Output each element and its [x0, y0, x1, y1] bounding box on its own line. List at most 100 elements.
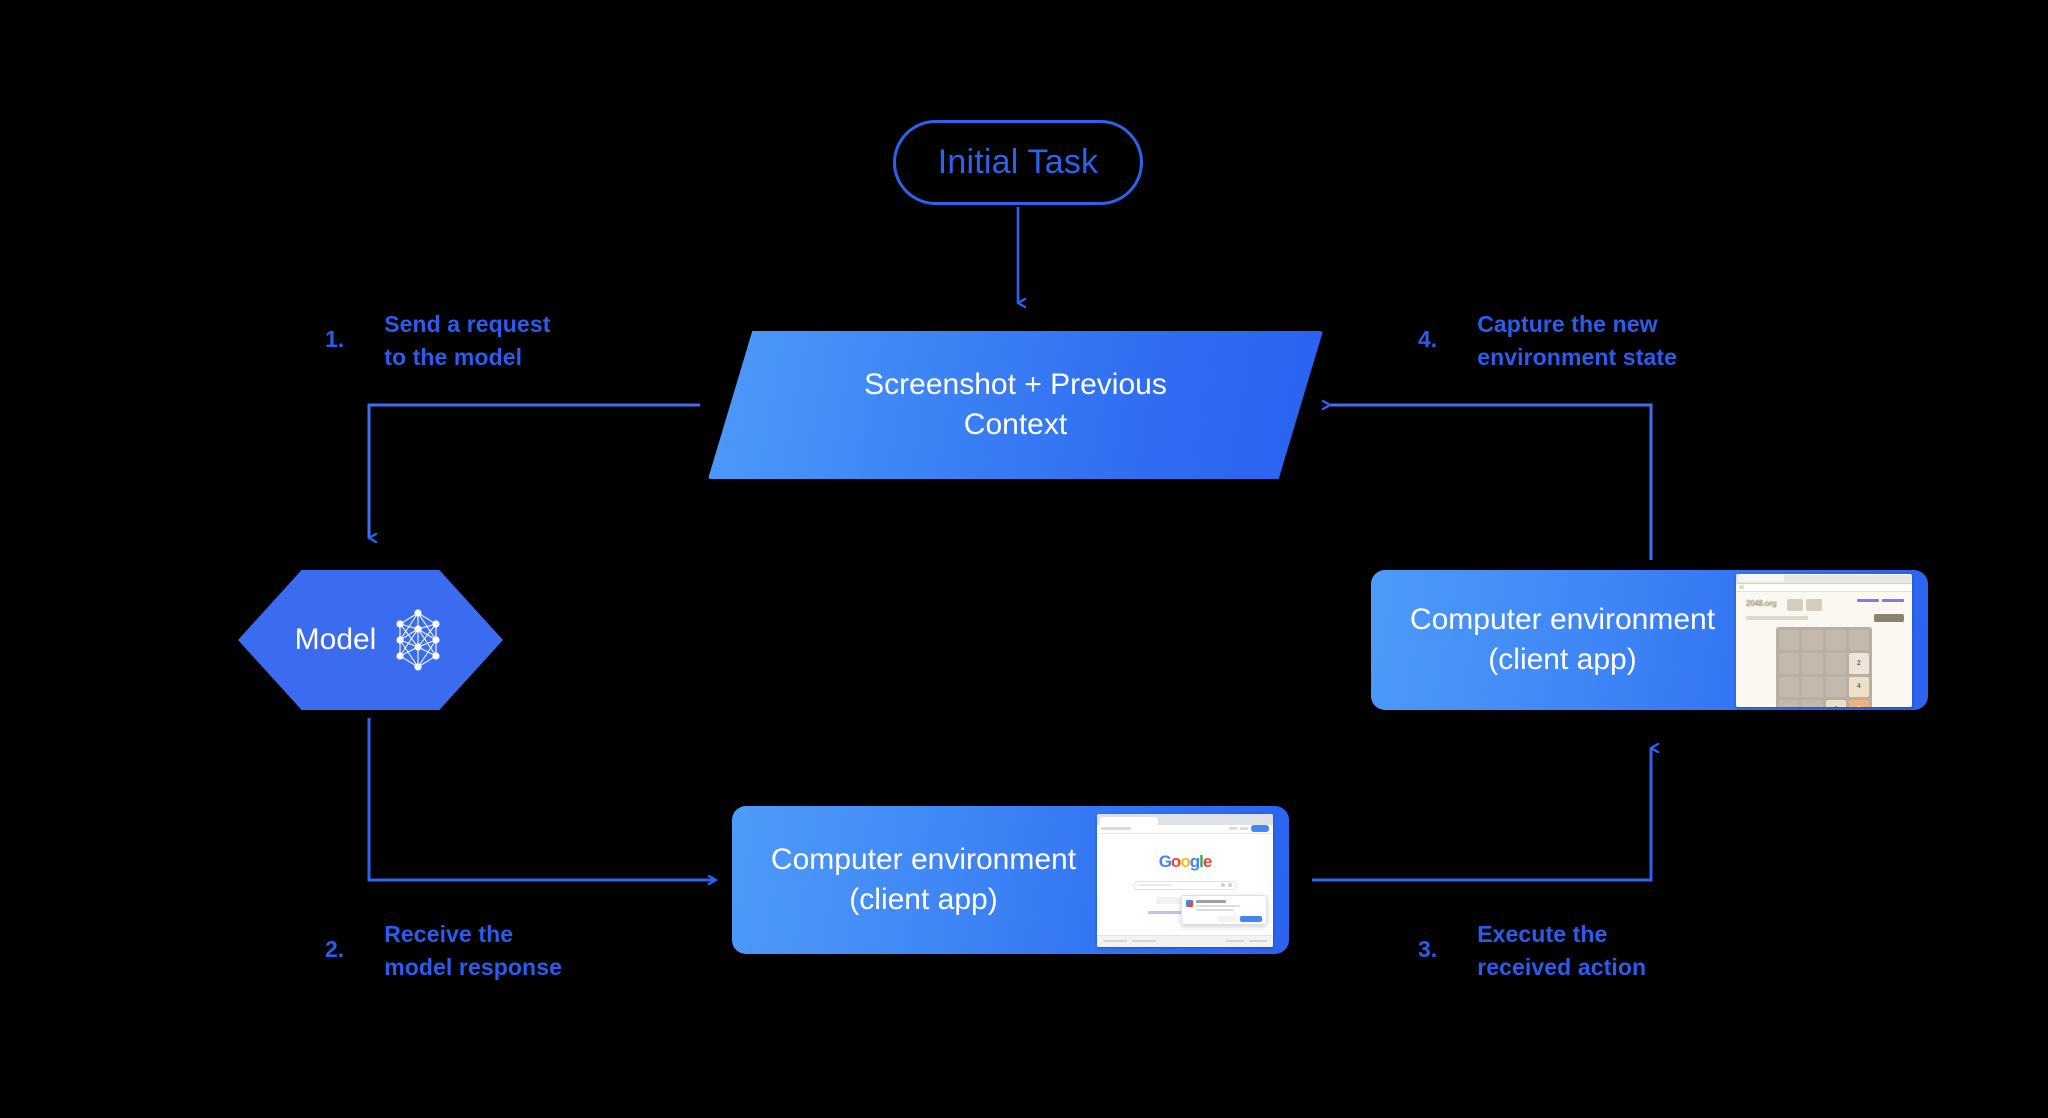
- step-2-number: 2.: [325, 936, 345, 962]
- env-right-line2: (client app): [1488, 643, 1637, 676]
- search-placeholder: [1138, 884, 1172, 886]
- step-3-label: 3. Execute the received action: [1418, 918, 1646, 983]
- computer-environment-bottom-node[interactable]: Computer environment (client app) G: [732, 806, 1289, 954]
- board-cell: [1802, 653, 1823, 674]
- arrow-screenshot-to-model: [367, 403, 700, 538]
- dialog-secondary-button[interactable]: [1218, 915, 1236, 922]
- env-bottom-caption: Computer environment (client app): [732, 840, 1097, 920]
- dialog-text: [1196, 899, 1240, 913]
- step-3-line1: Execute the: [1477, 921, 1608, 947]
- computer-environment-right-node[interactable]: Computer environment (client app) 2048.o…: [1371, 570, 1928, 710]
- microphone-icon[interactable]: [1221, 883, 1225, 887]
- hexagon-shape: [238, 570, 503, 710]
- initial-task-node[interactable]: Initial Task: [893, 120, 1143, 205]
- google-search-input[interactable]: [1133, 880, 1237, 890]
- game-tile: 4: [1825, 699, 1846, 707]
- arrow-bottom-env-to-right-env: [1312, 748, 1651, 882]
- logo-letter: l: [1199, 851, 1204, 871]
- game-board: 2 4 4 8: [1776, 627, 1872, 707]
- best-score-box: [1805, 599, 1822, 611]
- step-2-line1: Receive the: [384, 921, 514, 947]
- google-logo: G o o g l e: [1097, 852, 1273, 872]
- arrow-model-to-bottom-env: [367, 718, 716, 880]
- board-cell: [1779, 699, 1800, 707]
- popup-dialog[interactable]: [1181, 894, 1267, 925]
- url-chip: [1739, 585, 1744, 589]
- logo-letter: g: [1189, 851, 1200, 871]
- env-right-caption: Computer environment (client app): [1371, 600, 1736, 680]
- env-bottom-line2: (client app): [849, 883, 998, 916]
- board-cell: [1825, 676, 1846, 697]
- step-1-label: 1. Send a request to the model: [325, 308, 550, 373]
- score-boxes: [1786, 599, 1822, 611]
- step-3-number: 3.: [1418, 936, 1438, 962]
- board-cell: [1825, 653, 1846, 674]
- footer-item: [1226, 940, 1244, 942]
- footer-item: [1103, 940, 1127, 942]
- board-cell: [1779, 676, 1800, 697]
- google-search-screenshot: G o o g l e: [1097, 813, 1273, 947]
- step-4-line2: environment state: [1477, 343, 1677, 370]
- header-links: [1857, 599, 1904, 602]
- game-2048-screenshot: 2048.org: [1736, 574, 1912, 707]
- neural-network-icon: [396, 609, 440, 671]
- sign-in-button[interactable]: [1251, 825, 1269, 832]
- game-subtitle: [1746, 616, 1808, 620]
- logo-letter: o: [1180, 851, 1190, 871]
- header-link: [1857, 599, 1879, 602]
- board-cell: [1802, 630, 1823, 651]
- search-button[interactable]: [1155, 896, 1182, 904]
- step-3-line2: received action: [1477, 953, 1647, 980]
- browser-chrome: [1097, 813, 1273, 825]
- step-4-line1: Capture the new: [1477, 311, 1658, 337]
- step-2-line2: model response: [384, 953, 562, 980]
- new-game-button[interactable]: [1874, 614, 1904, 622]
- arrow-right-env-to-screenshot: [1330, 405, 1653, 560]
- board-cell: [1825, 630, 1846, 651]
- step-2-text: Receive the model response: [384, 918, 562, 983]
- step-1-line2: to the model: [384, 343, 523, 370]
- step-1-number: 1.: [325, 326, 345, 352]
- board-cell: [1802, 699, 1823, 707]
- logo-letter: G: [1158, 851, 1172, 871]
- camera-icon[interactable]: [1228, 883, 1232, 887]
- initial-task-label: Initial Task: [937, 143, 1099, 181]
- logo-letter: o: [1170, 851, 1181, 871]
- step-3-text: Execute the received action: [1477, 918, 1646, 983]
- step-4-number: 4.: [1418, 326, 1438, 352]
- game-2048-brand: 2048.org: [1746, 599, 1777, 608]
- step-1-text: Send a request to the model: [384, 308, 550, 373]
- board-cell: [1779, 630, 1800, 651]
- header-link: [1882, 599, 1904, 602]
- browser-tab: [1100, 816, 1158, 825]
- env-bottom-thumbnail: G o o g l e: [1097, 813, 1273, 947]
- browser-tab: [1738, 574, 1784, 582]
- step-1-line1: Send a request: [384, 311, 551, 337]
- browser-tabbar: [1736, 574, 1912, 584]
- footer-item: [1249, 940, 1267, 942]
- screenshot-context-node[interactable]: Screenshot + Previous Context: [708, 331, 1323, 479]
- omnibox-url: [1101, 827, 1131, 830]
- game-tile: 8: [1848, 699, 1869, 707]
- step-4-label: 4. Capture the new environment state: [1418, 308, 1677, 373]
- model-node[interactable]: Model: [238, 570, 503, 710]
- logo-letter: e: [1202, 851, 1213, 871]
- step-4-text: Capture the new environment state: [1477, 308, 1677, 373]
- google-footer: [1097, 934, 1273, 947]
- dialog-primary-button[interactable]: [1240, 915, 1262, 922]
- screenshot-context-line2: Context: [963, 408, 1068, 441]
- browser-urlbar: [1736, 585, 1912, 592]
- model-label: Model: [294, 623, 377, 656]
- board-cell: [1779, 653, 1800, 674]
- game-tile: 2: [1848, 653, 1869, 674]
- env-bottom-line1: Computer environment: [770, 843, 1077, 877]
- screenshot-context-line1: Screenshot + Previous: [864, 368, 1167, 402]
- parallelogram-shape: [708, 331, 1323, 479]
- env-right-thumbnail: 2048.org: [1736, 573, 1912, 707]
- board-cell: [1848, 630, 1869, 651]
- score-box: [1786, 599, 1803, 611]
- game-tile: 4: [1848, 676, 1869, 697]
- browser-omnibox: [1097, 824, 1273, 834]
- env-right-line1: Computer environment: [1409, 603, 1716, 637]
